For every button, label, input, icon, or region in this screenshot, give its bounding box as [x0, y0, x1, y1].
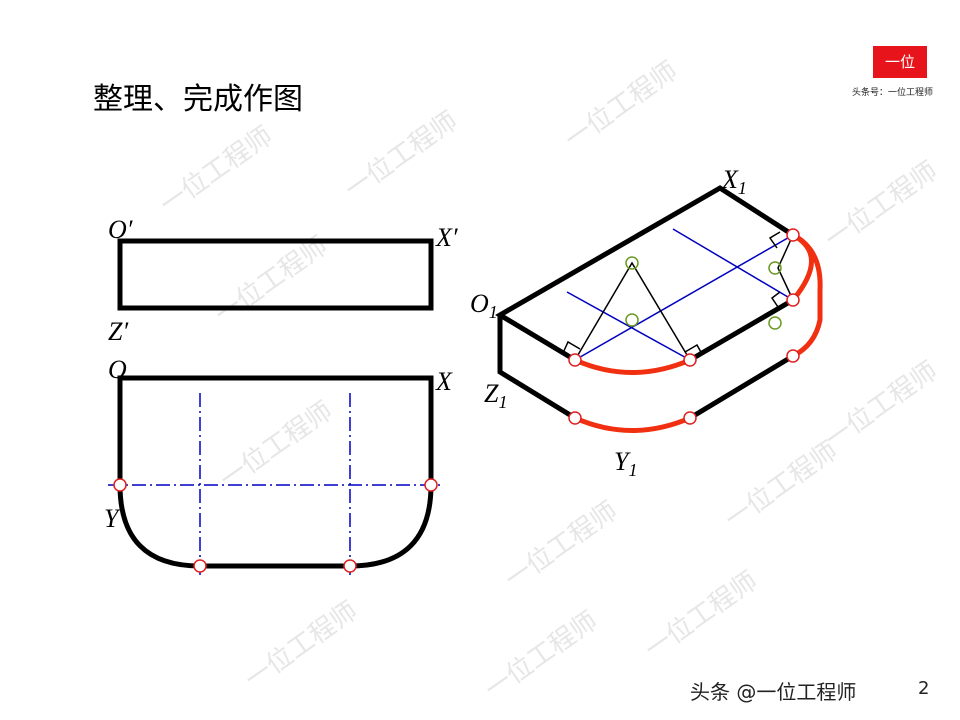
label-o: O [108, 355, 127, 384]
slide-title: 整理、完成作图 [93, 82, 303, 117]
center-lines [108, 393, 442, 578]
label-x: X [435, 367, 453, 396]
brand-logo: 一位 [873, 46, 927, 78]
label-y: Y [104, 504, 121, 533]
page-number: 2 [918, 678, 930, 699]
label-z1: Z1 [484, 379, 507, 412]
iso-arcs [573, 232, 823, 433]
iso-outline [495, 185, 795, 421]
top-view-outline [117, 375, 434, 569]
label-o-prime: O′ [108, 215, 133, 244]
brand-subtitle: 头条号：一位工程师 [852, 88, 934, 98]
iso-tangent-points [568, 228, 800, 425]
label-z-prime: Z′ [108, 317, 128, 346]
iso-construction-lines [566, 228, 794, 361]
center-points [625, 256, 782, 330]
label-x1: X1 [721, 165, 747, 198]
front-view-rect [117, 238, 434, 311]
iso-radius-lines [562, 231, 794, 361]
label-y1: Y1 [614, 447, 637, 480]
label-x-prime: X′ [435, 223, 458, 252]
footer-watermark: 头条 @一位工程师 [690, 680, 857, 704]
tangent-points [113, 478, 438, 573]
label-o1: O1 [470, 289, 498, 322]
